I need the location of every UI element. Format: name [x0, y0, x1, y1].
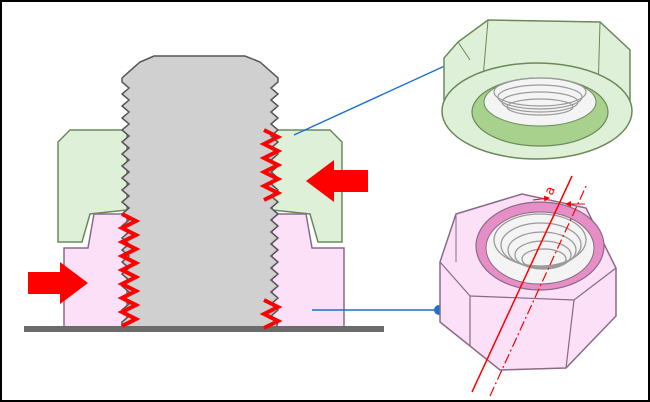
green-nut-3d — [441, 19, 633, 160]
contact-zigzag-upper-right — [259, 128, 283, 202]
axis-line-solid — [471, 175, 573, 393]
force-arrow-right — [306, 160, 368, 202]
contact-zigzag-lower-left — [117, 212, 141, 328]
green-nut-threads — [493, 77, 587, 116]
force-arrow-left — [28, 262, 88, 304]
pink-nut-threads — [493, 213, 587, 270]
leader-line-upper — [293, 63, 450, 136]
upper-nut-section-right — [271, 129, 343, 243]
dimension-arrow-left — [532, 195, 550, 202]
contact-zigzag-lower-right — [259, 298, 283, 330]
ground-plate — [24, 326, 384, 332]
axis-line-dashdot — [489, 183, 588, 397]
bolt-shank — [120, 55, 280, 329]
pink-nut-3d: a — [439, 175, 617, 397]
